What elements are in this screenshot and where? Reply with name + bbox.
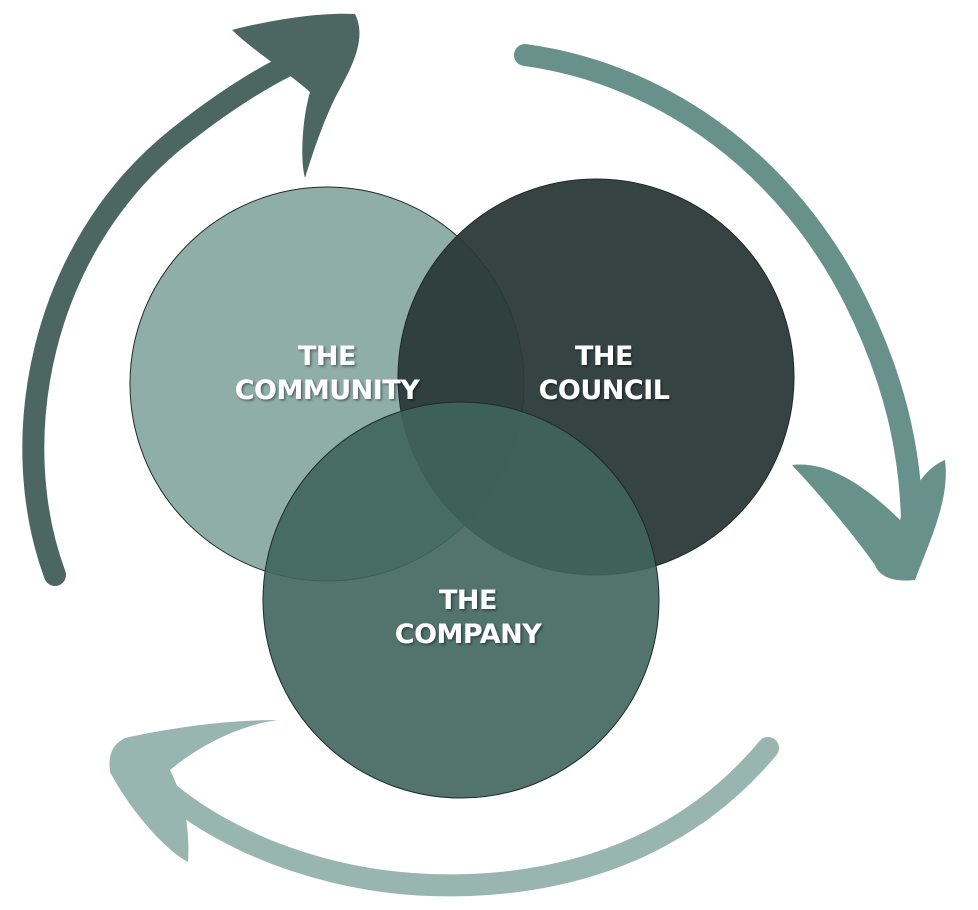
- label-council-line2: COUNCIL: [539, 375, 670, 406]
- label-company-line1: THE: [439, 585, 497, 616]
- label-community-line1: THE: [298, 341, 356, 372]
- label-community: THE COMMUNITY: [235, 341, 421, 406]
- arrow-right-down-shaft: [514, 44, 923, 531]
- arrow-left-up-shaft: [22, 44, 321, 586]
- venn-circles: [129, 178, 795, 799]
- circle-company: [262, 401, 660, 799]
- label-community-line2: COMMUNITY: [235, 375, 420, 406]
- arrow-bottom-left-shaft: [154, 737, 779, 897]
- label-council-line1: THE: [575, 341, 633, 372]
- arrow-right-down: [514, 44, 946, 581]
- label-company: THE COMPANY: [395, 585, 543, 650]
- arrow-left-up: [22, 13, 360, 586]
- arrow-right-down-head: [792, 460, 946, 581]
- label-company-line2: COMPANY: [395, 619, 542, 650]
- arrow-left-up-head: [232, 13, 360, 178]
- label-council: THE COUNCIL: [539, 341, 671, 406]
- arrow-bottom-left: [109, 720, 779, 897]
- arrow-bottom-left-head: [109, 720, 278, 862]
